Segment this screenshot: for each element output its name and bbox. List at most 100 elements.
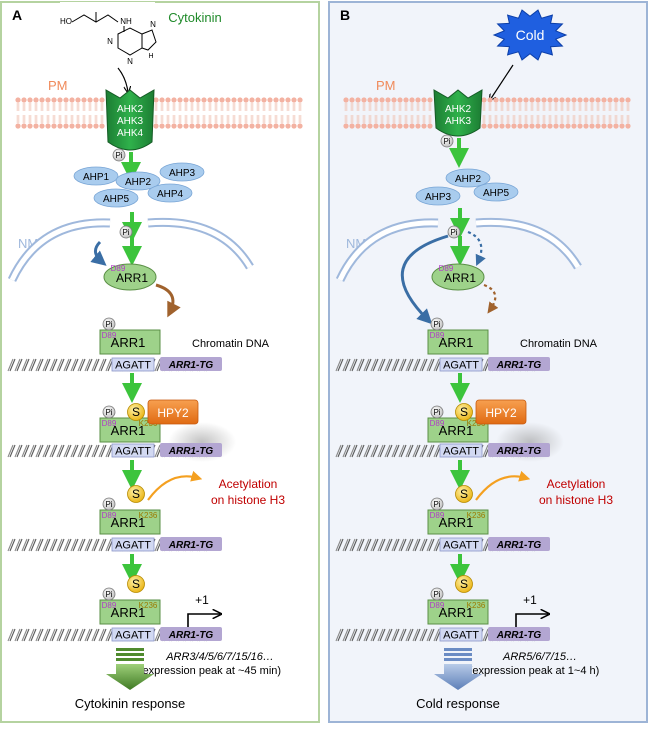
lipid-head <box>15 97 21 103</box>
lipid-head <box>499 123 505 129</box>
transgene-box <box>160 627 222 641</box>
dna-strand <box>407 538 414 552</box>
dna-strand <box>407 628 414 642</box>
dna-strand <box>365 628 372 642</box>
lipid-head <box>547 97 553 103</box>
dna-strand <box>405 538 412 552</box>
phospho-label: Pi <box>122 228 129 237</box>
dna-strand <box>344 444 351 458</box>
dna-strand <box>7 358 14 372</box>
dna-strand <box>44 628 51 642</box>
acetylation-label: on histone H3 <box>539 493 613 507</box>
dna-strand <box>344 628 351 642</box>
lipid-head <box>397 123 403 129</box>
dna-strand <box>428 358 435 372</box>
dna-strand <box>342 628 349 642</box>
sumo-icon <box>127 403 145 421</box>
lipid-head <box>297 123 303 129</box>
phospho-icon <box>102 587 116 601</box>
lipid-head <box>541 97 547 103</box>
dna-strand <box>35 444 42 458</box>
panel-letter: B <box>340 7 350 23</box>
dna-strand <box>433 628 440 642</box>
response-arrow-stripe <box>116 658 144 661</box>
dna-strand <box>49 628 56 642</box>
residue-k236: K236 <box>139 419 158 428</box>
dna-strand <box>377 538 384 552</box>
dna-strand <box>379 358 386 372</box>
sumo-label: S <box>132 487 140 501</box>
residue-d89: D89 <box>430 331 445 340</box>
phospho-label: Pi <box>105 500 112 509</box>
dna-strand <box>363 444 370 458</box>
residue-d89: D89 <box>430 511 445 520</box>
cold-star-icon <box>492 9 568 61</box>
lipid-head <box>619 123 625 129</box>
dna-strand <box>426 628 433 642</box>
dna-strand <box>56 358 63 372</box>
dna-strand <box>37 444 44 458</box>
dna-strand <box>16 538 23 552</box>
dna-strand <box>86 358 93 372</box>
phospho-icon <box>112 148 126 162</box>
dna-strand <box>21 444 28 458</box>
dna-strand <box>49 538 56 552</box>
lipid-head <box>583 97 589 103</box>
motif-label: AGATT <box>115 630 151 642</box>
dna-strand <box>44 444 51 458</box>
nuclear-import-arrow <box>400 234 449 325</box>
lipid-head <box>99 123 105 129</box>
lipid-head <box>505 123 511 129</box>
dna-strand <box>70 358 77 372</box>
dna-strand <box>35 538 42 552</box>
dna-strand <box>56 538 63 552</box>
hpy2-label: HPY2 <box>157 406 189 420</box>
lipid-head <box>349 123 355 129</box>
arr1-label: ARR1 <box>439 515 474 530</box>
residue-k236: K236 <box>467 601 486 610</box>
dna-strand <box>337 358 344 372</box>
lipid-head <box>255 97 261 103</box>
lipid-head <box>153 97 159 103</box>
dna-strand <box>72 538 79 552</box>
dna-strand <box>7 444 14 458</box>
dna-strand <box>84 444 91 458</box>
target-genes-label: ARR5/6/7/15… <box>502 651 577 663</box>
dna-strand <box>79 444 86 458</box>
dna-strand <box>421 358 428 372</box>
transgene-box <box>160 443 222 457</box>
lipid-head <box>367 97 373 103</box>
lipid-head <box>391 123 397 129</box>
lipid-head <box>33 123 39 129</box>
ahp-ellipse <box>115 171 161 191</box>
transgene-box <box>488 443 550 457</box>
dna-strand <box>105 358 112 372</box>
ahp-label: AHP2 <box>125 177 152 188</box>
lipid-head <box>379 123 385 129</box>
dna-strand <box>426 444 433 458</box>
dna-strand <box>421 444 428 458</box>
dna-strand <box>365 358 372 372</box>
dna-strand <box>63 538 70 552</box>
dna-strand <box>363 358 370 372</box>
dna-strand <box>98 628 105 642</box>
lipid-head <box>99 97 105 103</box>
residue-d89: D89 <box>102 331 117 340</box>
dna-strand <box>42 538 49 552</box>
dna-strand <box>372 628 379 642</box>
lipid-head <box>607 97 613 103</box>
residue-d89: D89 <box>439 264 454 273</box>
dna-strand <box>86 628 93 642</box>
dna-strand <box>372 538 379 552</box>
transgene-label: ARR1-TG <box>168 540 214 551</box>
response-label: Cytokinin response <box>75 696 186 711</box>
lipid-head <box>201 97 207 103</box>
lipid-head <box>493 97 499 103</box>
atom: H <box>148 53 153 60</box>
lipid-head <box>523 123 529 129</box>
dna-strand <box>482 358 489 372</box>
lipid-head <box>165 97 171 103</box>
arr1-box <box>99 599 161 625</box>
dna-strand <box>358 628 365 642</box>
dna-strand <box>379 628 386 642</box>
